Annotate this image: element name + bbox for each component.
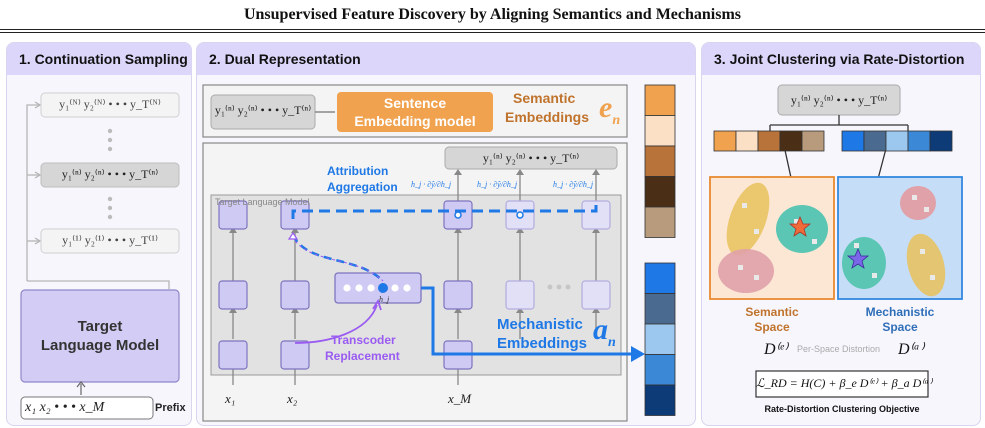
p3-mech-swatch-3: [907, 130, 931, 152]
semantic-embeddings-line2: Embeddings: [505, 109, 590, 125]
mech-cell-3: [644, 354, 676, 386]
mech-embeddings-line2: Embeddings: [497, 335, 588, 352]
p3-semantic-swatch-3: [779, 130, 803, 152]
distortion-e: D⁽ᵉ⁾: [764, 341, 788, 358]
panel-header: 2. Dual Representation: [197, 43, 695, 75]
token-x2: x₂: [287, 391, 298, 406]
embed-model-line1: Sentence: [383, 95, 447, 111]
mech-cell-1: [644, 293, 676, 325]
mech-space-line2: Space: [882, 320, 918, 334]
mechanistic-swatch-row: [841, 130, 953, 152]
grad-term-1: h_j · ∂ŷ/∂h_j: [411, 180, 452, 189]
mech-symbol: an: [593, 313, 616, 350]
semantic-swatch-row: [713, 130, 825, 152]
per-space-distortion: Per-Space Distortion: [797, 344, 881, 354]
semantic-embedding-column: [644, 84, 676, 238]
grad-term-3: h_j · ∂ŷ/∂h_j: [553, 180, 594, 189]
p3-semantic-swatch-1: [735, 130, 759, 152]
hidden-state-label: h_j: [379, 295, 390, 304]
transcoder-line2: Replacement: [325, 349, 400, 363]
objective-label: Rate-Distortion Clustering Objective: [764, 404, 920, 414]
model-label-line2: Language Model: [40, 337, 160, 354]
panel2-graphics: [202, 84, 676, 422]
token-xm: x_M: [448, 391, 472, 406]
semantic-space-line2: Space: [754, 320, 790, 334]
seq-sample-1: y₁⁽¹⁾ y₂⁽¹⁾ • • • y_T⁽¹⁾: [62, 233, 158, 247]
semantic-embeddings-line1: Semantic: [513, 90, 576, 106]
title-rule-bottom: [0, 32, 985, 33]
semantic-cell-4: [644, 206, 676, 238]
semantic-symbol: en: [599, 91, 621, 128]
p3-semantic-swatch-0: [713, 130, 737, 152]
input-sequence: y₁⁽ⁿ⁾ y₂⁽ⁿ⁾ • • • y_T⁽ⁿ⁾: [214, 103, 312, 117]
p3-semantic-swatch-4: [801, 130, 825, 152]
objective-formula: ℒ_RD = H(C) + β_e D⁽ᵉ⁾ + β_a D⁽ᵃ⁾: [756, 376, 932, 390]
p3-input-sequence: y₁⁽ⁿ⁾ y₂⁽ⁿ⁾ • • • y_T⁽ⁿ⁾: [790, 93, 888, 107]
panel-header: 1. Continuation Sampling: [7, 43, 191, 75]
mech-cell-2: [644, 323, 676, 355]
mech-cell-4: [644, 384, 676, 416]
semantic-space-line1: Semantic: [745, 305, 799, 319]
lm-label: Target Language Model: [215, 197, 310, 207]
seq-sample-highlight: y₁⁽ⁿ⁾ y₂⁽ⁿ⁾ • • • y_T⁽ⁿ⁾: [61, 167, 159, 181]
panel-continuation-sampling: 1. Continuation Sampling y₁⁽ᴺ⁾ y₂⁽ᴺ⁾ • •…: [6, 42, 192, 426]
seq-sample-n: y₁⁽ᴺ⁾ y₂⁽ᴺ⁾ • • • y_T⁽ᴺ⁾: [59, 97, 161, 111]
p3-mech-swatch-1: [863, 130, 887, 152]
p3-mech-swatch-2: [885, 130, 909, 152]
mechanistic-embedding-column: [644, 262, 676, 416]
panel-dual-representation: 2. Dual Representation: [196, 42, 696, 426]
transcoder-line1: Transcoder: [331, 333, 396, 347]
mech-embeddings-line1: Mechanistic: [497, 316, 583, 333]
panel-title: 2. Dual Representation: [209, 51, 361, 67]
p3-semantic-swatch-2: [757, 130, 781, 152]
token-x1: x₁: [225, 391, 236, 406]
mech-cell-0: [644, 262, 676, 294]
panel-joint-clustering: 3. Joint Clustering via Rate-Distortion …: [701, 42, 981, 426]
seq-box-n: [40, 92, 180, 118]
semantic-cell-1: [644, 115, 676, 147]
semantic-cell-2: [644, 145, 676, 177]
p3-mech-swatch-0: [841, 130, 865, 152]
panel1-graphics: [20, 92, 180, 420]
attribution-line1: Attribution: [327, 164, 389, 178]
panel-title: 3. Joint Clustering via Rate-Distortion: [714, 51, 965, 67]
semantic-cell-3: [644, 176, 676, 208]
panel-title: 1. Continuation Sampling: [19, 51, 188, 67]
title-rule-top: [0, 29, 985, 30]
panel-header: 3. Joint Clustering via Rate-Distortion: [702, 43, 980, 75]
prefix-tokens: x₁ x₂ • • • x_M: [25, 400, 105, 415]
page-title: Unsupervised Feature Discovery by Aligni…: [243, 6, 742, 23]
model-label-line1: Target: [77, 318, 123, 335]
attribution-line2: Aggregation: [327, 180, 398, 194]
panel3-graphics: [709, 84, 963, 398]
p3-mech-swatch-4: [929, 130, 953, 152]
output-sequence: y₁⁽ⁿ⁾ y₂⁽ⁿ⁾ • • • y_T⁽ⁿ⁾: [482, 151, 580, 165]
prefix-label: Prefix: [155, 402, 186, 414]
mech-space-line1: Mechanistic: [865, 305, 935, 319]
distortion-a: D⁽ᵃ⁾: [898, 341, 924, 358]
grad-term-2: h_j · ∂ŷ/∂h_j: [477, 180, 518, 189]
semantic-cell-0: [644, 84, 676, 116]
embed-model-line2: Embedding model: [354, 113, 476, 129]
